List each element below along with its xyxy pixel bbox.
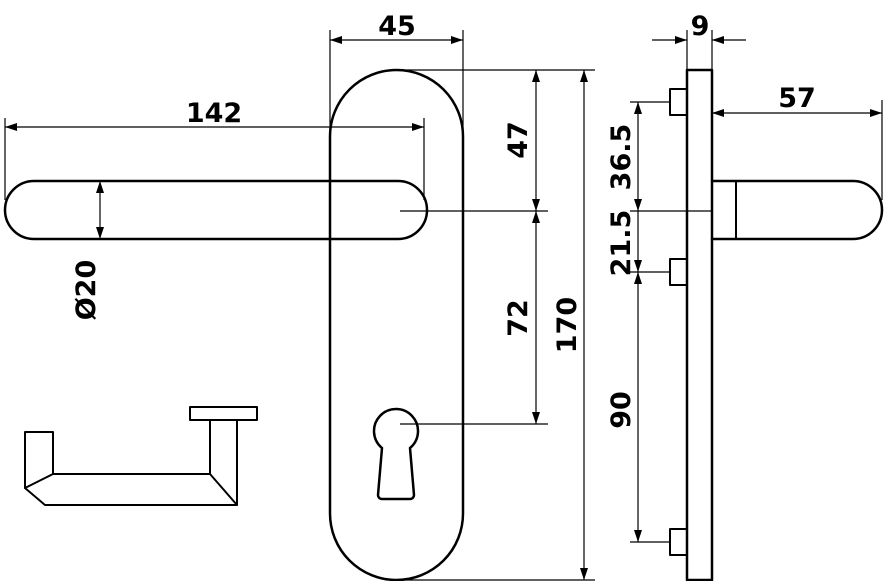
dim-lever-length: 142 xyxy=(186,98,242,129)
fixing-screws-side-view xyxy=(669,88,688,556)
dim-top-to-lever: 47 xyxy=(503,121,534,159)
dim-plate-height: 170 xyxy=(552,297,583,353)
extension-lines xyxy=(4,30,595,581)
lever-handle-side-view xyxy=(710,179,884,241)
dim-lever-to-keyhole: 72 xyxy=(503,299,534,337)
handle-perspective-sketch xyxy=(24,406,258,506)
dim-plate-width: 45 xyxy=(378,11,416,42)
dim-thickness: 9 xyxy=(691,11,710,42)
dim-screw-offset-top: 36.5 xyxy=(606,124,637,191)
lever-handle-front-view xyxy=(3,179,429,241)
dim-lever-diameter: Ø20 xyxy=(71,260,102,321)
side-extension-lines xyxy=(630,30,883,543)
backplate-front-view xyxy=(328,68,465,581)
dim-projection: 57 xyxy=(778,83,816,114)
dim-screw-offset-mid: 21.5 xyxy=(606,210,637,277)
dimension-lines xyxy=(5,36,588,580)
dim-screw-spacing: 90 xyxy=(606,391,637,429)
keyhole-cutout xyxy=(372,407,420,501)
side-dimension-lines xyxy=(634,36,882,542)
backplate-side-view xyxy=(685,68,714,581)
